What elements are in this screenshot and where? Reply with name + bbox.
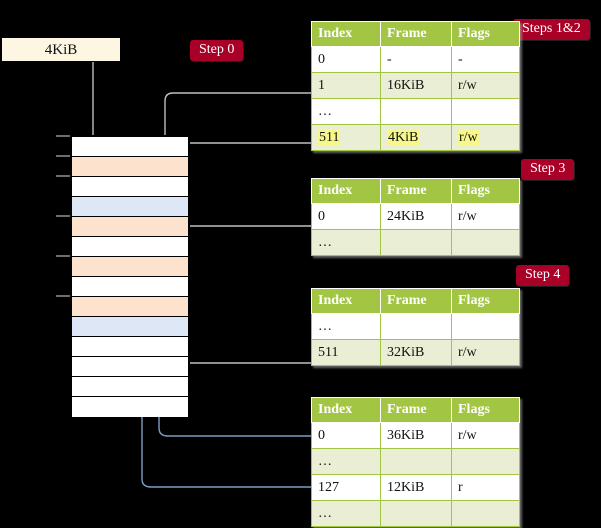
wire-table3-511-to-memory xyxy=(176,330,312,364)
table-cell xyxy=(380,500,452,527)
badge-step-4: Step 4 xyxy=(516,265,570,286)
column-header-index: Index xyxy=(311,397,381,423)
table-cell: 36KiB xyxy=(380,422,452,449)
table-cell: r/w xyxy=(451,203,520,230)
memory-tick xyxy=(56,295,70,297)
table-cell xyxy=(451,98,520,125)
physical-memory-column xyxy=(70,135,190,417)
table-row: … xyxy=(311,500,520,527)
memory-frame-row xyxy=(72,177,188,197)
source-frame-box: 4KiB xyxy=(2,38,120,61)
table-cell: - xyxy=(380,46,452,73)
table-row: 0-- xyxy=(311,46,520,73)
column-header-flags: Flags xyxy=(451,21,520,47)
memory-tick xyxy=(56,175,70,177)
table-cell xyxy=(380,448,452,475)
wire-table1-511-to-memory xyxy=(176,142,312,152)
column-header-index: Index xyxy=(311,288,381,314)
table-row: … xyxy=(311,313,520,340)
table-cell: r/w xyxy=(451,72,520,99)
table-cell: r xyxy=(451,474,520,501)
table-row: 511 4KiB r/w xyxy=(311,124,520,151)
column-header-index: Index xyxy=(311,21,381,47)
column-header-frame: Frame xyxy=(380,21,452,47)
memory-frame-row xyxy=(72,157,188,177)
column-header-flags: Flags xyxy=(451,178,520,204)
table-cell: 0 xyxy=(311,422,381,449)
badge-step-0: Step 0 xyxy=(190,40,244,61)
table-cell: r/w xyxy=(451,339,520,366)
memory-frame-row xyxy=(72,337,188,357)
table-row: … xyxy=(311,448,520,475)
table-cell: 1 xyxy=(311,72,381,99)
column-header-flags: Flags xyxy=(451,397,520,423)
badge-step-3: Step 3 xyxy=(521,159,575,180)
table-cell xyxy=(380,229,452,256)
badge-steps-1-2: Steps 1&2 xyxy=(513,19,590,40)
table-cell: - xyxy=(451,46,520,73)
table-cell: 16KiB xyxy=(380,72,452,99)
table-cell: … xyxy=(311,313,381,340)
highlighted-value: r/w xyxy=(458,129,479,145)
table-cell: r/w xyxy=(451,422,520,449)
table-cell: 511 xyxy=(311,124,381,151)
highlighted-value: 511 xyxy=(318,129,341,145)
wire-table1-row1-to-memory xyxy=(164,92,312,237)
memory-tick xyxy=(56,255,70,257)
memory-tick xyxy=(56,215,70,217)
memory-frame-row xyxy=(72,277,188,297)
table-cell: 32KiB xyxy=(380,339,452,366)
table-row: … xyxy=(311,229,520,256)
highlighted-value: 4KiB xyxy=(387,129,420,145)
memory-frame-row xyxy=(72,297,188,317)
memory-frame-row xyxy=(72,317,188,337)
table-cell xyxy=(451,500,520,527)
table-cell: 4KiB xyxy=(380,124,452,151)
table-cell xyxy=(451,448,520,475)
memory-frame-row xyxy=(72,377,188,397)
wire-table4-row127-to-memory xyxy=(141,222,312,488)
memory-tick xyxy=(56,135,70,137)
table-cell xyxy=(380,313,452,340)
memory-tick xyxy=(56,155,70,157)
table-cell: 127 xyxy=(311,474,381,501)
column-header-flags: Flags xyxy=(451,288,520,314)
table-cell xyxy=(451,313,520,340)
memory-frame-row xyxy=(72,217,188,237)
wire-table2-row0-to-memory xyxy=(176,225,312,279)
wire-table4-row0-to-memory xyxy=(158,340,312,437)
table-cell xyxy=(380,98,452,125)
column-header-frame: Frame xyxy=(380,397,452,423)
table-cell: 0 xyxy=(311,203,381,230)
memory-frame-row xyxy=(72,237,188,257)
table-row: … xyxy=(311,98,520,125)
column-header-index: Index xyxy=(311,178,381,204)
table-cell: … xyxy=(311,500,381,527)
memory-frame-row xyxy=(72,357,188,377)
column-header-frame: Frame xyxy=(380,288,452,314)
table-cell: 0 xyxy=(311,46,381,73)
table-cell: 24KiB xyxy=(380,203,452,230)
table-cell: … xyxy=(311,98,381,125)
table-cell xyxy=(451,229,520,256)
table-cell: 511 xyxy=(311,339,381,366)
table-cell: … xyxy=(311,448,381,475)
memory-frame-row xyxy=(72,137,188,157)
column-header-frame: Frame xyxy=(380,178,452,204)
table-cell: … xyxy=(311,229,381,256)
memory-frame-row xyxy=(72,197,188,217)
table-cell: r/w xyxy=(451,124,520,151)
memory-frame-row xyxy=(72,257,188,277)
memory-frame-row xyxy=(72,397,188,417)
table-cell: 12KiB xyxy=(380,474,452,501)
